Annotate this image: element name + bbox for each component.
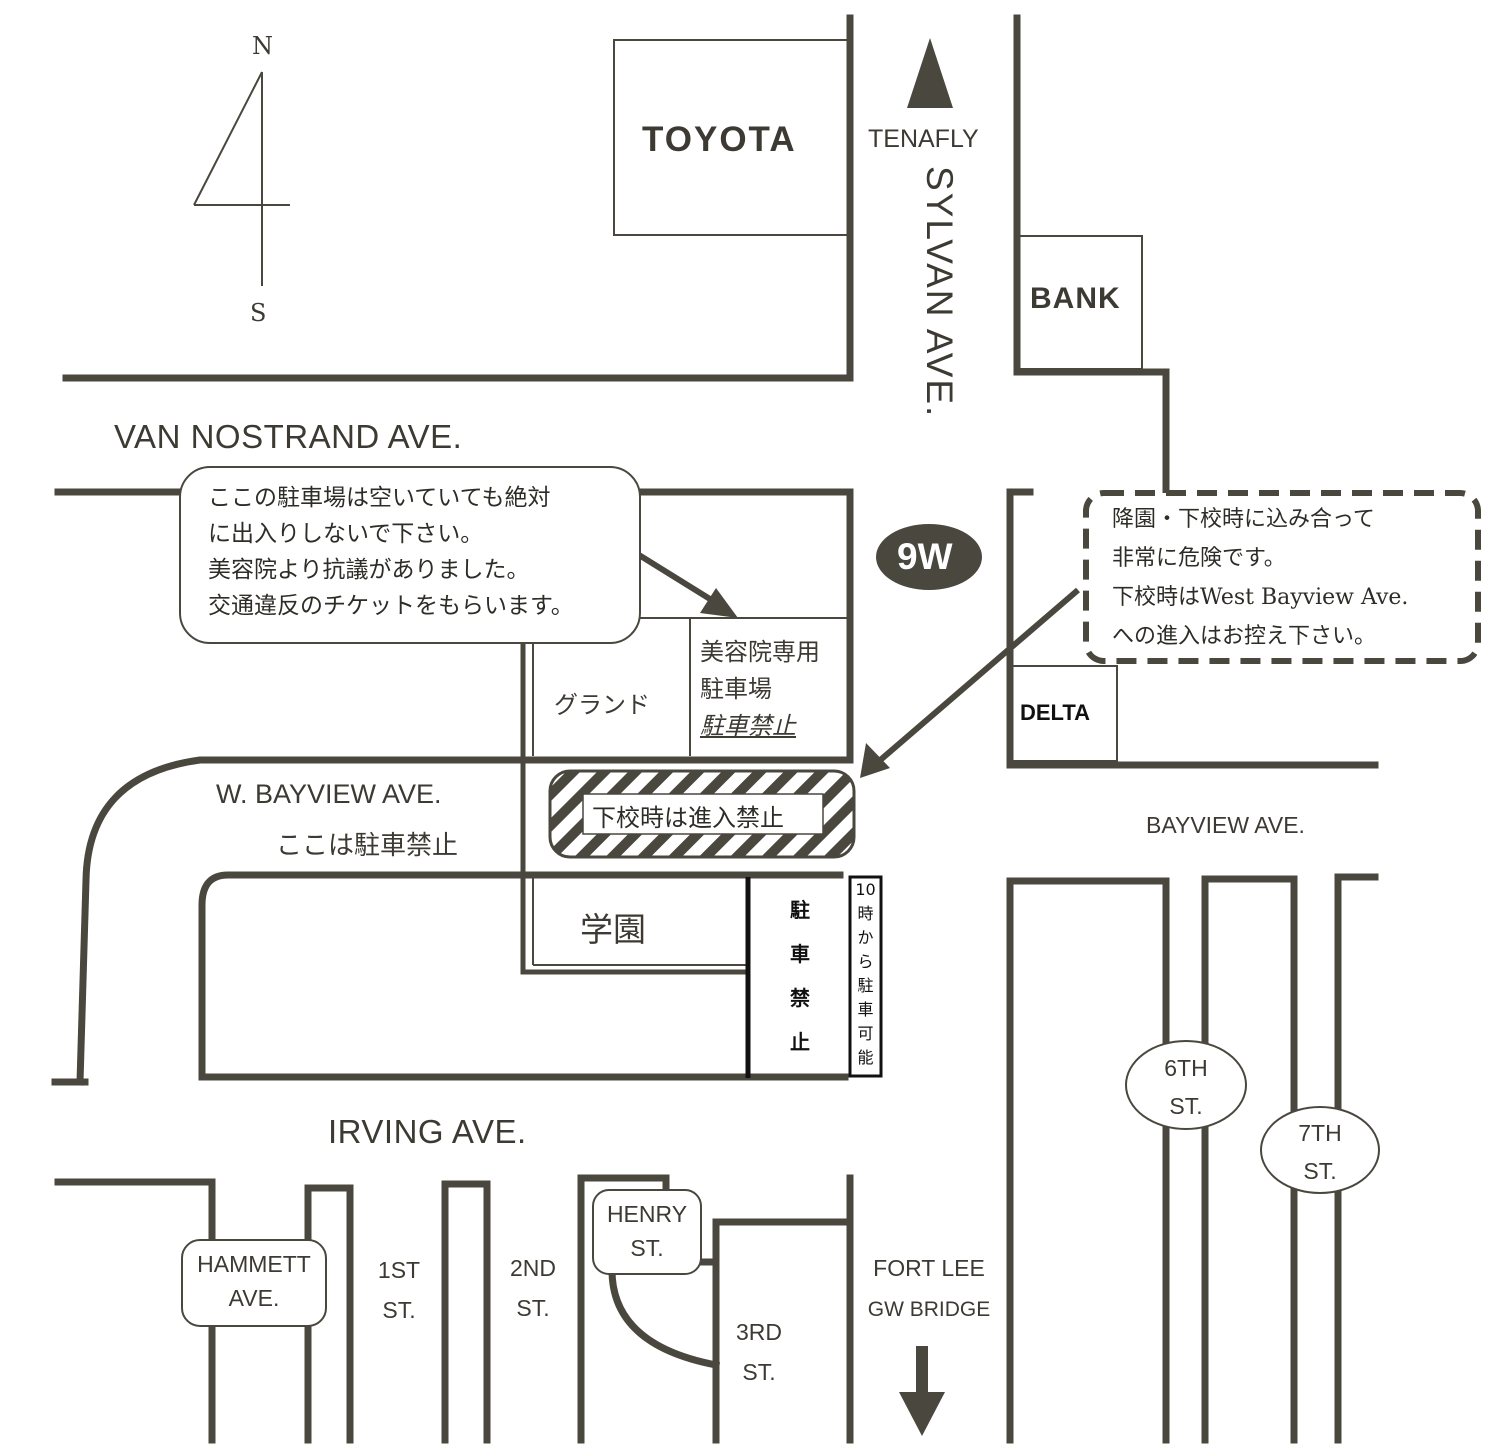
fort-lee-line2: GW BRIDGE: [867, 1298, 991, 1321]
parking-warning-line3: 美容院より抗議がありました。: [208, 557, 530, 583]
parking-warning-box: [179, 466, 641, 644]
compass-south-label: S: [250, 299, 267, 327]
danger-warning-line4: への進入はお控え下さい。: [1112, 624, 1377, 649]
south-arrow-head: [899, 1392, 945, 1436]
sixth-line2: ST.: [1169, 1093, 1203, 1119]
van-nostrand-label: VAN NOSTRAND AVE.: [114, 418, 463, 455]
danger-warning-line2: 非常に危険です。: [1112, 546, 1286, 571]
after10-char-4: ら: [857, 952, 874, 971]
salon-lot-outline: [689, 617, 850, 756]
danger-warning-text: 降園・下校時に込み合って 非常に危険です。 下校時はWest Bayview A…: [1112, 500, 1408, 656]
school-no-parking-label: 駐 車 禁 止: [780, 900, 820, 1076]
delta-label: DELTA: [1020, 700, 1091, 725]
danger-arrow: [876, 587, 1080, 765]
sylvan-ave-label: SYLVAN AVE.: [919, 166, 960, 419]
no-parking-char-1: 駐: [790, 898, 810, 922]
hammett-line2: AVE.: [228, 1285, 280, 1311]
henry-label-box: [592, 1189, 702, 1275]
after10-char-8: 能: [857, 1048, 874, 1067]
road-edge-henry-curve: [608, 1266, 721, 1370]
henry-line1: HENRY: [606, 1201, 688, 1227]
seventh-st-label: 7TH ST.: [1262, 1114, 1378, 1190]
first-st-line1: 1ST: [377, 1257, 421, 1283]
third-st-label: 3RD ST.: [716, 1312, 802, 1392]
road-edge-1st-east: [441, 1180, 491, 1444]
no-parking-char-4: 止: [790, 1030, 810, 1054]
second-st-label: 2ND ST.: [490, 1248, 576, 1328]
after10-char-1: 10: [855, 880, 876, 899]
road-edge-2nd-east: [577, 1174, 670, 1444]
fort-lee-label: FORT LEE GW BRIDGE: [852, 1247, 1006, 1331]
compass-needle: [193, 71, 290, 286]
hammett-line1: HAMMETT: [197, 1251, 311, 1277]
no-parking-char-2: 車: [790, 942, 810, 966]
road-edge-fortlee-east: [1006, 877, 1170, 1444]
delta-building-outline: [1009, 665, 1118, 762]
seventh-line2: ST.: [1303, 1158, 1337, 1184]
school-path: [520, 640, 748, 975]
compass-north-label: N: [252, 32, 273, 60]
bank-building-outline: [1016, 235, 1143, 370]
fort-lee-line1: FORT LEE: [873, 1255, 985, 1281]
henry-st-label: HENRY ST.: [593, 1197, 701, 1265]
hammett-label-box: [181, 1239, 327, 1327]
salon-lot-line2: 駐車場: [700, 675, 772, 703]
parking-warning-line4: 交通違反のチケットをもらいます。: [208, 593, 574, 619]
seventh-line1: 7TH: [1298, 1120, 1342, 1146]
salon-lot-line1: 美容院専用: [700, 638, 820, 666]
sixth-st-label: 6TH ST.: [1128, 1049, 1244, 1125]
toyota-label: TOYOTA: [642, 120, 797, 159]
second-st-line1: 2ND: [509, 1255, 556, 1281]
route-9w-label: 9W: [897, 536, 953, 577]
salon-arrow-head: [700, 588, 738, 618]
sixth-line1: 6TH: [1164, 1055, 1208, 1081]
road-edge-bank-block: [1013, 368, 1170, 496]
irving-label: IRVING AVE.: [328, 1113, 527, 1150]
danger-warning-line1: 降園・下校時に込み合って: [1112, 507, 1375, 532]
parking-warning-line2: に出入りしないで下さい。: [208, 521, 484, 547]
no-parking-here-label: ここは駐車禁止: [276, 831, 459, 861]
parking-warning-line1: ここの駐車場は空いていても絶対: [208, 485, 551, 511]
danger-warning-box: [1083, 490, 1481, 664]
after10-char-3: か: [857, 928, 874, 947]
salon-lot-label: 美容院専用 駐車場 駐車禁止: [700, 634, 820, 745]
road-edge-7th-east: [1334, 873, 1379, 1444]
no-entry-label: 下校時は進入禁止: [592, 804, 784, 832]
parking-warning-text: ここの駐車場は空いていても絶対 に出入りしないで下さい。 美容院より抗議がありま…: [208, 480, 574, 624]
north-arrow-head: [907, 38, 953, 108]
w-bayview-label: W. BAYVIEW AVE.: [216, 779, 442, 809]
hammett-label: HAMMETT AVE.: [182, 1247, 326, 1315]
first-st-label: 1ST ST.: [356, 1250, 442, 1330]
after10-char-7: 可: [857, 1024, 874, 1043]
sixth-st-oval: [1125, 1040, 1247, 1130]
seventh-st-oval: [1260, 1106, 1380, 1194]
road-edge-irving-south: [54, 1178, 216, 1444]
after10-char-5: 駐: [857, 976, 874, 995]
toyota-building-outline: [613, 39, 851, 236]
ground-label: グランド: [554, 691, 650, 719]
parking-after-10-label: 10 時 か ら 駐 車 可 能: [850, 882, 881, 1074]
third-st-line2: ST.: [742, 1359, 776, 1385]
third-st-line1: 3RD: [735, 1319, 782, 1345]
road-edge-school-block: [198, 871, 849, 1081]
after10-char-2: 時: [857, 904, 874, 923]
second-st-line2: ST.: [516, 1295, 550, 1321]
school-label: 学園: [580, 910, 646, 949]
henry-line2: ST.: [630, 1235, 664, 1261]
first-st-line2: ST.: [382, 1297, 416, 1323]
bank-label: BANK: [1030, 282, 1121, 315]
route-9w-shield: [876, 524, 982, 590]
danger-warning-line3: 下校時はWest Bayview Ave.: [1112, 585, 1409, 610]
salon-lot-no-parking: 駐車禁止: [700, 712, 796, 740]
parking-after-10-box: [848, 875, 883, 1078]
bayview-label: BAYVIEW AVE.: [1146, 812, 1305, 838]
danger-arrow-head: [860, 743, 890, 778]
road-edge-w-bayview-north: [76, 756, 854, 1086]
no-parking-char-3: 禁: [790, 986, 810, 1010]
after10-char-6: 車: [857, 1000, 874, 1019]
no-entry-label-bg: [582, 793, 824, 835]
tenafly-label: TENAFLY: [868, 125, 979, 153]
